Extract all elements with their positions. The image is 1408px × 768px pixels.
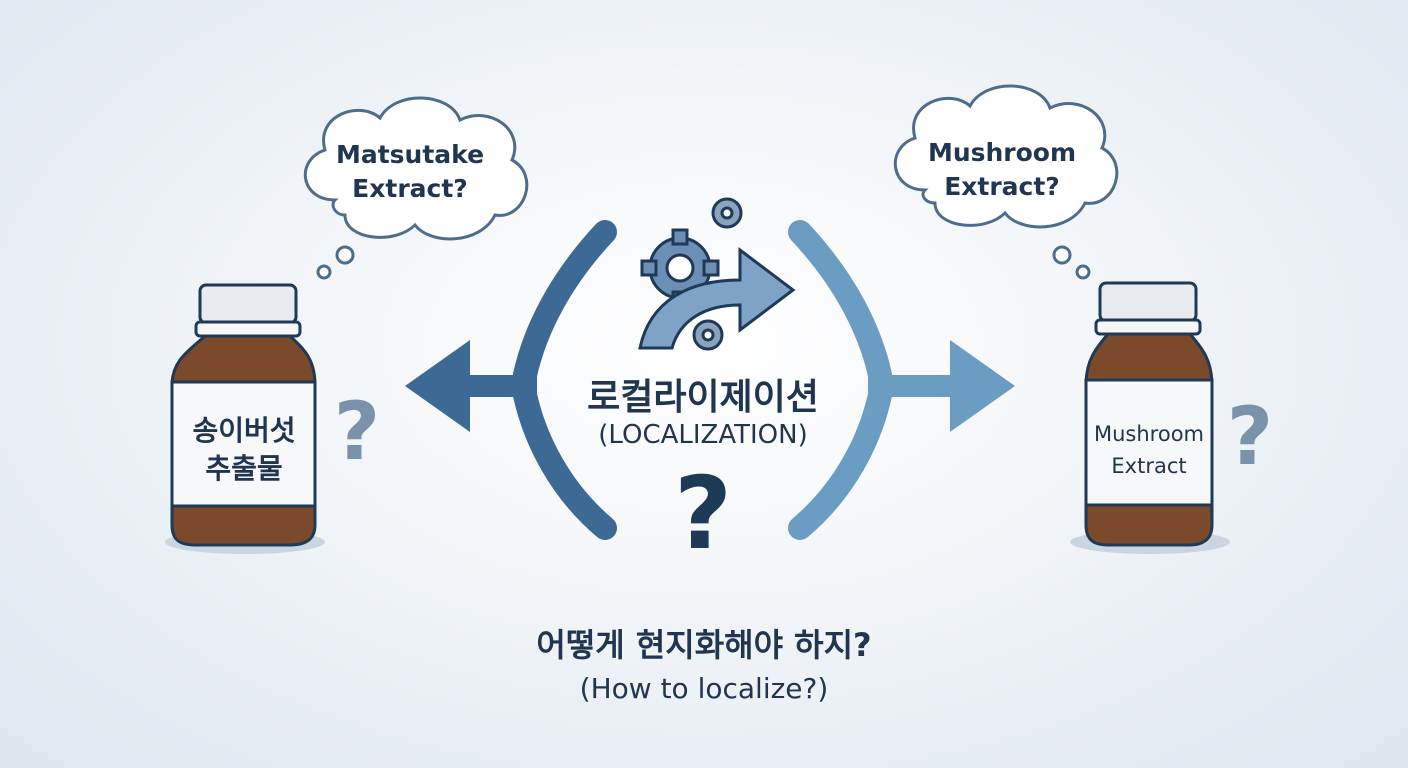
center-title-ko: 로컬라이제이션 [587, 377, 819, 418]
thought-line: Matsutake [335, 140, 485, 169]
bottle-right [1070, 281, 1230, 554]
bottle-label-right: Mushroom Extract [1094, 418, 1204, 482]
gears-arrow-icon [638, 197, 796, 351]
thought-text-right: Mushroom Extract? [928, 136, 1076, 204]
thought-cloud-right [893, 84, 1119, 280]
thought-cloud-left [303, 96, 529, 280]
bottom-question-en: (How to localize?) [579, 672, 829, 705]
thought-line: Extract? [944, 172, 1060, 201]
question-mark-right: ? [1226, 390, 1274, 483]
left-arrow [405, 220, 617, 540]
thought-line: Mushroom [927, 138, 1077, 167]
label-line: Extract [1111, 454, 1187, 478]
center-title-en: (LOCALIZATION) [598, 420, 808, 450]
thought-line: Extract? [352, 174, 468, 203]
center-question-mark: ? [673, 455, 733, 572]
bottle-left [165, 283, 325, 554]
label-line: 송이버섯 [192, 414, 296, 447]
question-mark-left: ? [333, 385, 381, 478]
label-line: Mushroom [1093, 422, 1205, 446]
right-arrow [788, 220, 1015, 540]
label-line: 추출물 [205, 452, 283, 485]
bottom-question-ko: 어떻게 현지화해야 하지? [536, 626, 872, 664]
thought-text-left: Matsutake Extract? [336, 138, 484, 206]
bottle-label-left: 송이버섯 추출물 [192, 412, 295, 488]
